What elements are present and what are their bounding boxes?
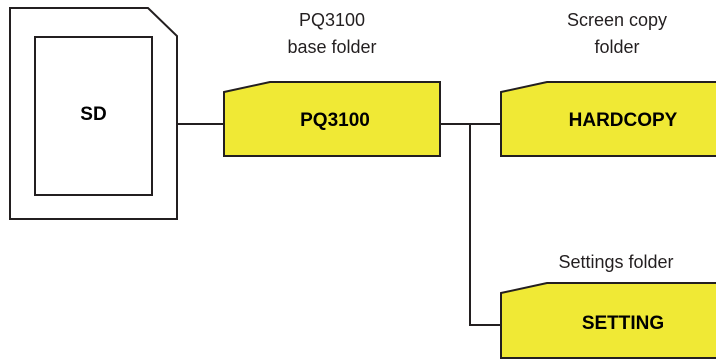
connector-branch-to-setting — [469, 124, 501, 326]
hardcopy-folder-caption-line1: Screen copy — [566, 10, 668, 30]
sd-card-label: SD — [80, 104, 107, 125]
base-folder-icon — [223, 81, 441, 157]
hardcopy-folder-icon — [500, 81, 716, 157]
setting-folder-caption: Settings folder — [558, 252, 674, 272]
setting-folder-label: SETTING — [581, 313, 665, 334]
setting-folder-icon — [500, 282, 716, 359]
hardcopy-folder-label: HARDCOPY — [568, 110, 678, 131]
base-folder-caption-line1: PQ3100 — [298, 10, 366, 30]
base-folder-label: PQ3100 — [300, 110, 370, 131]
hardcopy-folder-caption-line2: folder — [594, 37, 640, 57]
base-folder-caption-line2: base folder — [287, 37, 377, 57]
sd-card-label-area — [34, 36, 153, 196]
